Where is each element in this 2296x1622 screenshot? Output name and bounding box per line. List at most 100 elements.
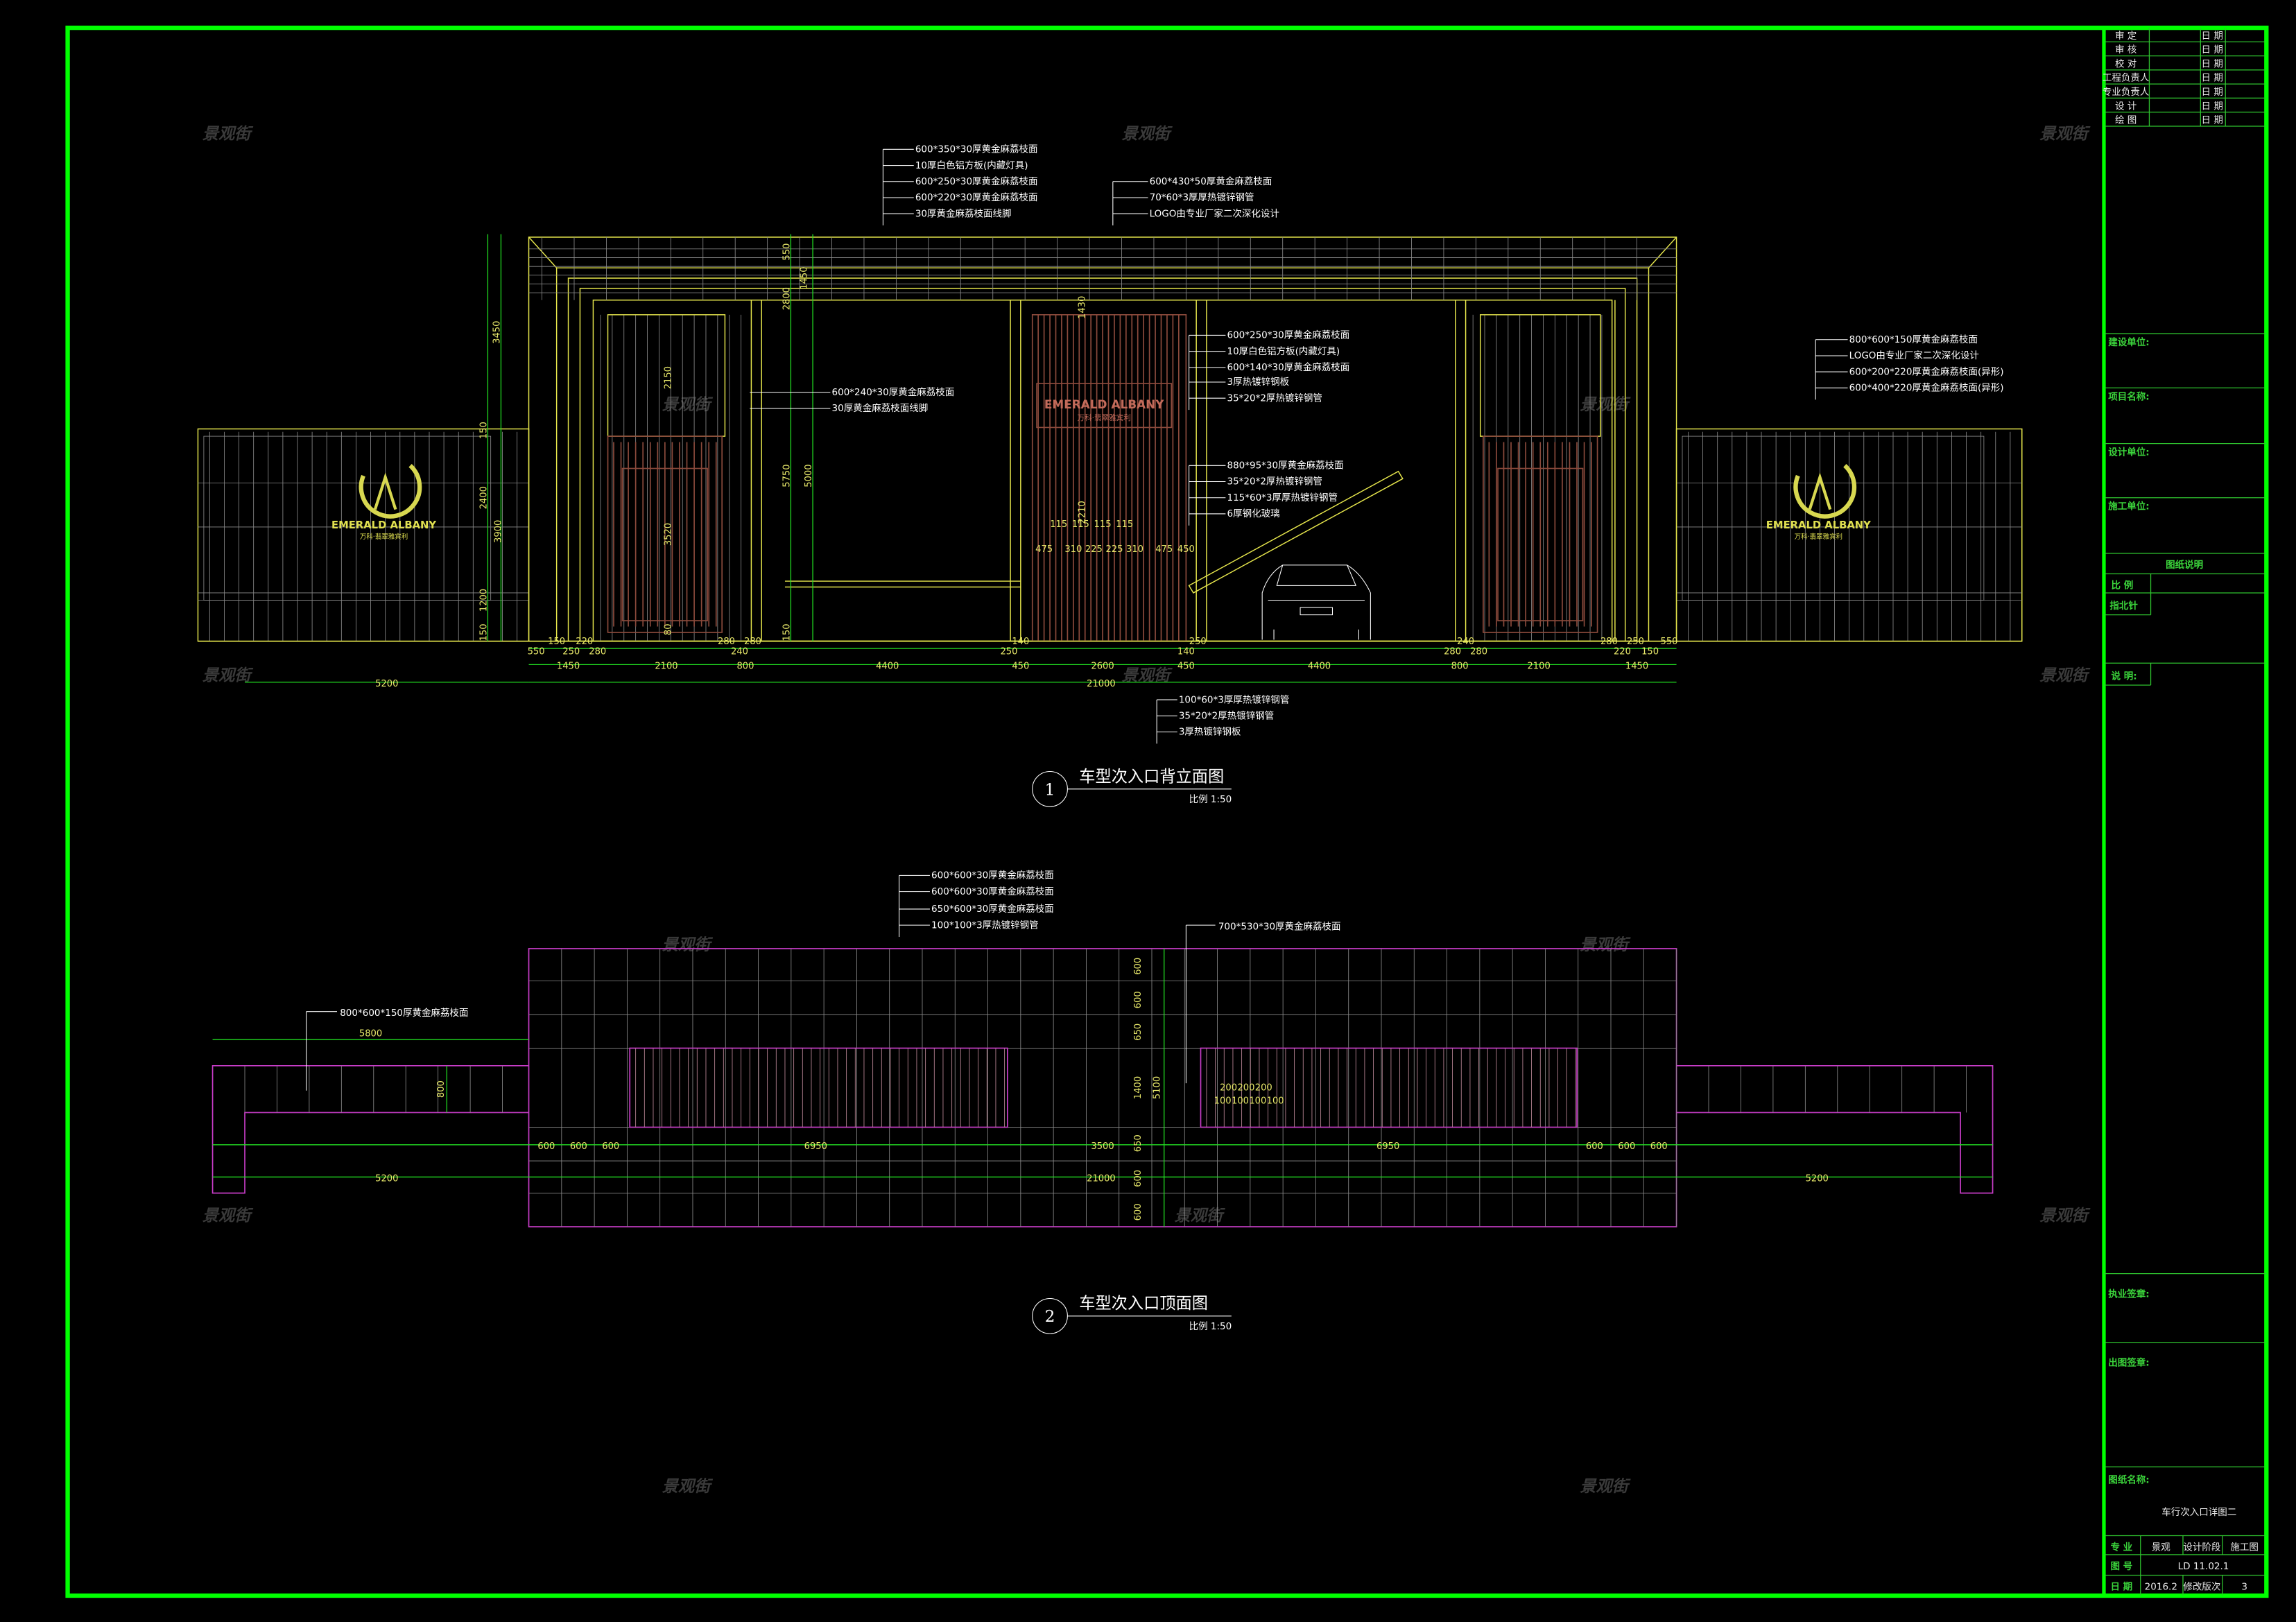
dimension-label: 310	[1126, 544, 1143, 555]
material-note: 100*60*3厚厚热镀锌钢管	[1179, 693, 1290, 705]
watermark-text: 景观街	[1580, 1477, 1631, 1496]
north-arrow-label: 指北针	[2109, 600, 2138, 612]
dimension-label: 5750	[782, 464, 792, 487]
dimension-label: 3520	[663, 523, 673, 546]
sign-off-date-label: 日 期	[2202, 101, 2223, 112]
sign-off-table: 审 定日 期审 核日 期校 对日 期工程负责人日 期专业负责人日 期设 计日 期…	[2103, 28, 2267, 127]
dimension-label: 550	[1661, 637, 1678, 647]
material-note: 35*20*2厚热镀锌钢管	[1227, 392, 1322, 404]
dimension-label: 250	[1189, 637, 1207, 647]
logo-text: EMERALD ALBANY	[1766, 519, 1871, 531]
dimension-label: 250	[1627, 637, 1644, 647]
material-note: 650*600*30厚黄金麻荔枝面	[931, 904, 1054, 915]
center-pillar-logo: EMERALD ALBANY 万科·翡翠雅宾利	[1044, 397, 1164, 422]
rear-elevation-drawing: EMERALD ALBANY 万科·翡翠雅宾利 EMERALD ALBANY 万…	[197, 234, 2023, 807]
dimension-label: 5800	[359, 1029, 382, 1039]
watermark-text: 景观街	[662, 935, 714, 954]
client-label: 建设单位:	[2107, 336, 2149, 348]
dimension-label: 650	[1133, 1024, 1143, 1041]
drawing-title: 车型次入口顶面图	[1079, 1294, 1208, 1313]
material-note: 35*20*2厚热镀锌钢管	[1179, 710, 1274, 722]
dimension-label: 280	[718, 637, 735, 647]
barrier-arm-raised	[1188, 470, 1404, 594]
door-inner-frame	[621, 467, 708, 621]
drawing-name-label: 图纸名称:	[2108, 1474, 2149, 1485]
title-block: 审 定日 期审 核日 期校 对日 期工程负责人日 期专业负责人日 期设 计日 期…	[2102, 28, 2267, 1596]
dimension-label: 600	[570, 1141, 587, 1152]
dimension-label: 225	[1085, 544, 1103, 555]
drawing-name: 车行次入口详图二	[2161, 1506, 2236, 1518]
sign-off-date-label: 日 期	[2202, 58, 2223, 69]
discipline-label: 专 业	[2110, 1542, 2132, 1553]
dimension-label: 5100	[1152, 1076, 1162, 1099]
dimension-label: 2100	[1527, 662, 1550, 672]
drawing-number: 2	[1045, 1307, 1055, 1326]
logo-text: EMERALD ALBANY	[331, 519, 436, 531]
dimension-label: 100	[1214, 1096, 1232, 1107]
material-note: 600*600*30厚黄金麻荔枝面	[931, 886, 1054, 897]
dimension-label: 4400	[876, 662, 899, 672]
sign-off-row: 设 计日 期	[2103, 101, 2267, 113]
dimension-label: 2600	[1091, 662, 1114, 672]
notes-header: 图纸说明	[2166, 559, 2203, 571]
material-note: 800*600*150厚黄金麻荔枝面	[340, 1008, 468, 1019]
dimension-label: 550	[782, 243, 792, 261]
material-note: 600*350*30厚黄金麻荔枝面	[915, 144, 1038, 155]
drawing-no-label: 图 号	[2110, 1561, 2132, 1572]
side-wall-plan	[1676, 1064, 1994, 1194]
dimension-label: 3900	[493, 520, 503, 543]
sign-off-row: 专业负责人 日 期	[2103, 87, 2267, 99]
sign-off-row: 工程负责人日 期	[2103, 73, 2267, 85]
watermark-text: 景观街	[2039, 666, 2091, 685]
sign-off-role: 专业负责人	[2103, 87, 2150, 98]
dimension-label: 5200	[375, 1174, 398, 1184]
dimension-label: 115	[1050, 519, 1067, 530]
dimension-label: 450	[1012, 662, 1029, 672]
logo-subtitle: 万科·翡翠雅宾利	[1795, 533, 1842, 541]
watermark-text: 景观街	[1174, 1207, 1225, 1225]
dimension-label: 280	[1444, 647, 1461, 657]
material-note: 880*95*30厚黄金麻荔枝面	[1227, 460, 1343, 472]
material-note: 600*400*220厚黄金麻荔枝面(异形)	[1849, 383, 2004, 394]
drawing-scale: 比例 1:50	[1189, 1321, 1232, 1332]
watermark-text: 景观街	[202, 125, 254, 144]
watermark-text: 景观街	[1580, 395, 1631, 414]
material-note: 70*60*3厚厚热镀锌钢管	[1150, 191, 1254, 203]
sign-off-date-label: 日 期	[2202, 87, 2223, 98]
sign-off-row: 审 定日 期	[2103, 31, 2267, 43]
plan-geometry	[212, 948, 1994, 1227]
drawing-number: 1	[1045, 780, 1055, 799]
dimension-label: 150	[1641, 647, 1659, 657]
sign-off-date-label: 日 期	[2202, 115, 2223, 126]
dimension-label: 475	[1155, 544, 1173, 555]
dimension-label: 140	[1177, 647, 1195, 657]
dimension-label: 600	[1650, 1141, 1668, 1152]
drawing-border	[65, 25, 2269, 1598]
dimension-label: 600	[1133, 991, 1143, 1008]
material-note: 10厚白色铝方板(内藏灯具)	[1227, 345, 1340, 357]
logo-text: EMERALD ALBANY	[1044, 397, 1164, 411]
dimension-label: 115	[1116, 519, 1133, 530]
material-note: LOGO由专业厂家二次深化设计	[1150, 207, 1279, 219]
material-note: 600*220*30厚黄金麻荔枝面	[915, 192, 1038, 203]
dimension-label: 1450	[557, 662, 580, 672]
dimension-label: 3450	[492, 321, 502, 344]
logo-subtitle: 万科·翡翠雅宾利	[360, 533, 408, 541]
material-note: 10厚白色铝方板(内藏灯具)	[915, 159, 1028, 171]
dimension-label: 21000	[1087, 679, 1116, 689]
drawing-scale: 比例 1:50	[1189, 794, 1232, 805]
dimension-label: 600	[1133, 1203, 1143, 1220]
material-note: 100*100*3厚热镀锌钢管	[931, 919, 1039, 931]
sign-off-row: 校 对日 期	[2103, 58, 2267, 71]
sign-off-role: 校 对	[2115, 58, 2137, 69]
dimension-label: 100	[1267, 1096, 1284, 1107]
dimension-label: 5200	[1806, 1174, 1829, 1184]
design-unit-label: 设计单位:	[2108, 447, 2149, 458]
dimension-label: 150	[478, 422, 489, 439]
logo-left: EMERALD ALBANY 万科·翡翠雅宾利	[331, 463, 436, 541]
material-note: 600*600*30厚黄金麻荔枝面	[931, 870, 1054, 881]
dimension-label: 220	[576, 637, 593, 647]
stone-door-panel	[607, 435, 723, 633]
material-note: 600*250*30厚黄金麻荔枝面	[1227, 330, 1349, 341]
material-note: 600*430*50厚黄金麻荔枝面	[1150, 176, 1272, 187]
